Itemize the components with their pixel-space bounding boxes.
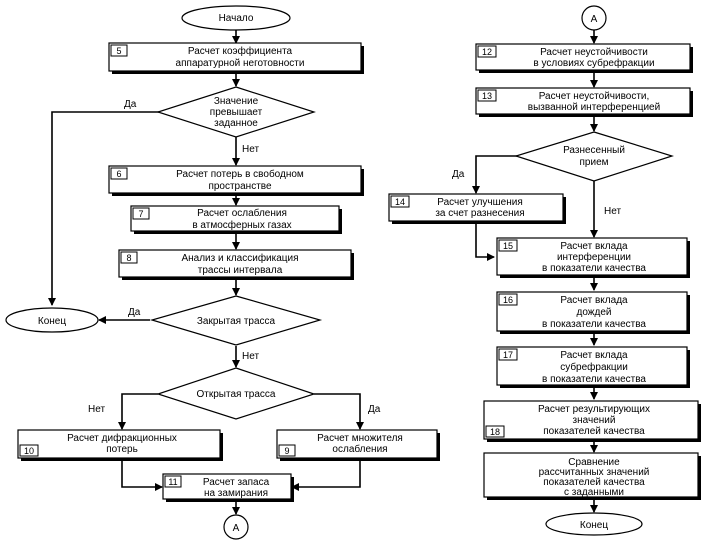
box-number: 11 <box>168 477 177 487</box>
decision-line: заданное <box>214 118 258 129</box>
box-line: Расчет неустойчивости <box>540 47 648 58</box>
process-box-15: 15 Расчет вклада интерференции в показат… <box>496 237 690 278</box>
branch-no-label: Нет <box>604 206 621 217</box>
connector-label: А <box>591 14 598 25</box>
box-line: Расчет вклада <box>560 241 628 252</box>
decision-line: Открытая трасса <box>197 389 276 400</box>
box-line: субрефракции <box>560 361 628 373</box>
end-terminator-left: Конец <box>5 307 99 333</box>
box-line: потерь <box>106 444 138 455</box>
branch-yes-label: Да <box>128 307 141 318</box>
box-line: трассы интервала <box>198 265 283 276</box>
start-terminator: Начало <box>181 5 291 31</box>
branch-yes-label: Да <box>368 404 381 415</box>
box-line: показателей качества <box>543 426 645 437</box>
process-box-12: 12 Расчет неустойчивости в условиях субр… <box>475 43 693 73</box>
connector-a-bottom: А <box>223 514 249 540</box>
box-line: Расчет результирующих <box>538 404 650 415</box>
box-number: 14 <box>395 197 405 207</box>
box-line: Расчет вклада <box>560 350 628 361</box>
box-number: 9 <box>284 446 289 456</box>
process-box-7: 7 Расчет ослабления в атмосферных газах <box>130 205 342 234</box>
box-line: Расчет потерь в свободном <box>176 168 304 180</box>
connector-label: А <box>233 523 240 534</box>
box-line: Сравнение <box>568 457 620 468</box>
box-line: Расчет неустойчивости, <box>539 91 650 102</box>
branch-no-label: Нет <box>242 144 259 155</box>
process-box-6: 6 Расчет потерь в свободном пространстве <box>108 165 364 196</box>
process-box-5: 5 Расчет коэффициента аппаратурной негот… <box>108 42 364 74</box>
box-line: пространстве <box>208 181 272 192</box>
box-number: 10 <box>24 446 34 456</box>
decision-diversity: Разнесенный прием Да Нет <box>452 131 675 217</box>
box-line: Расчет улучшения <box>437 197 523 208</box>
process-box-18: 18 Расчет результирующих значений показа… <box>483 400 701 442</box>
process-box-14: 14 Расчет улучшения за счет разнесения <box>388 193 566 224</box>
end-label: Конец <box>38 316 66 327</box>
box-line: значений <box>573 415 616 426</box>
box-line: рассчитанных значений <box>539 467 650 478</box>
box-line: с заданными <box>564 487 624 498</box>
box-number: 17 <box>503 350 513 360</box>
box-line: за счет разнесения <box>435 208 524 219</box>
decision-line: Закрытая трасса <box>197 316 276 327</box>
start-label: Начало <box>219 13 254 24</box>
box-line: Расчет запаса <box>203 477 270 488</box>
box-line: вызванной интерференцией <box>528 101 660 113</box>
branch-no-label: Нет <box>242 351 259 362</box>
branch-yes-label: Да <box>452 169 465 180</box>
left-connectors <box>48 30 364 515</box>
box-line: в атмосферных газах <box>192 219 291 231</box>
decision-threshold: Значение превышает заданное Да Нет <box>124 86 316 155</box>
box-line: аппаратурной неготовности <box>176 58 305 69</box>
decision-line: превышает <box>210 107 263 118</box>
box-number: 7 <box>138 209 143 219</box>
box-number: 5 <box>116 46 121 56</box>
box-number: 15 <box>503 241 513 251</box>
box-line: Анализ и классификация <box>181 252 298 264</box>
branch-no-label: Нет <box>88 404 105 415</box>
decision-line: прием <box>580 157 609 168</box>
box-line: ослабления <box>332 443 387 455</box>
branch-yes-label: Да <box>124 99 137 110</box>
box-number: 18 <box>490 427 500 437</box>
process-box-comparison: Сравнение рассчитанных значений показате… <box>483 452 701 500</box>
left-flow: Начало 5 Расчет коэффициента аппаратурно… <box>5 5 440 540</box>
process-box-17: 17 Расчет вклада субрефракции в показате… <box>496 346 690 388</box>
box-line: Расчет вклада <box>560 295 628 306</box>
process-box-11: 11 Расчет запаса на замирания <box>162 473 294 502</box>
process-box-8: 8 Анализ и классификация трассы интервал… <box>118 249 354 280</box>
decision-line: Значение <box>214 96 259 107</box>
box-line: в показатели качества <box>542 263 646 274</box>
process-box-9: 9 Расчет множителя ослабления <box>276 429 440 461</box>
box-line: Расчет ослабления <box>197 207 287 219</box>
box-line: интерференции <box>557 251 631 263</box>
decision-open-path: Открытая трасса Нет Да <box>88 367 381 420</box>
box-line: дождей <box>577 307 612 318</box>
process-box-10: 10 Расчет дифракционных потерь <box>17 429 223 461</box>
box-number: 13 <box>482 91 492 101</box>
box-line: показателей качества <box>543 477 645 488</box>
right-flow: А 12 Расчет неустойчивости в условиях су… <box>388 5 701 536</box>
box-number: 6 <box>116 169 121 179</box>
process-box-16: 16 Расчет вклада дождей в показатели кач… <box>496 291 690 334</box>
box-line: в показатели качества <box>542 319 646 330</box>
end-label: Конец <box>580 520 608 531</box>
box-line: Расчет дифракционных <box>67 432 177 444</box>
box-line: в показатели качества <box>542 374 646 385</box>
box-number: 16 <box>503 295 513 305</box>
decision-line: Разнесенный <box>563 145 625 156</box>
end-terminator-right: Конец <box>545 512 643 536</box>
box-number: 12 <box>482 47 492 57</box>
right-connectors <box>472 30 598 513</box>
box-line: на замирания <box>204 488 268 499</box>
box-line: Расчет множителя <box>317 433 403 444</box>
box-number: 8 <box>126 253 131 263</box>
connector-a-top: А <box>581 5 607 31</box>
decision-closed-path: Закрытая трасса Да Нет <box>128 295 323 362</box>
box-line: Расчет коэффициента <box>188 45 293 57</box>
process-box-13: 13 Расчет неустойчивости, вызванной инте… <box>475 87 693 117</box>
box-line: в условиях субрефракции <box>533 57 654 69</box>
